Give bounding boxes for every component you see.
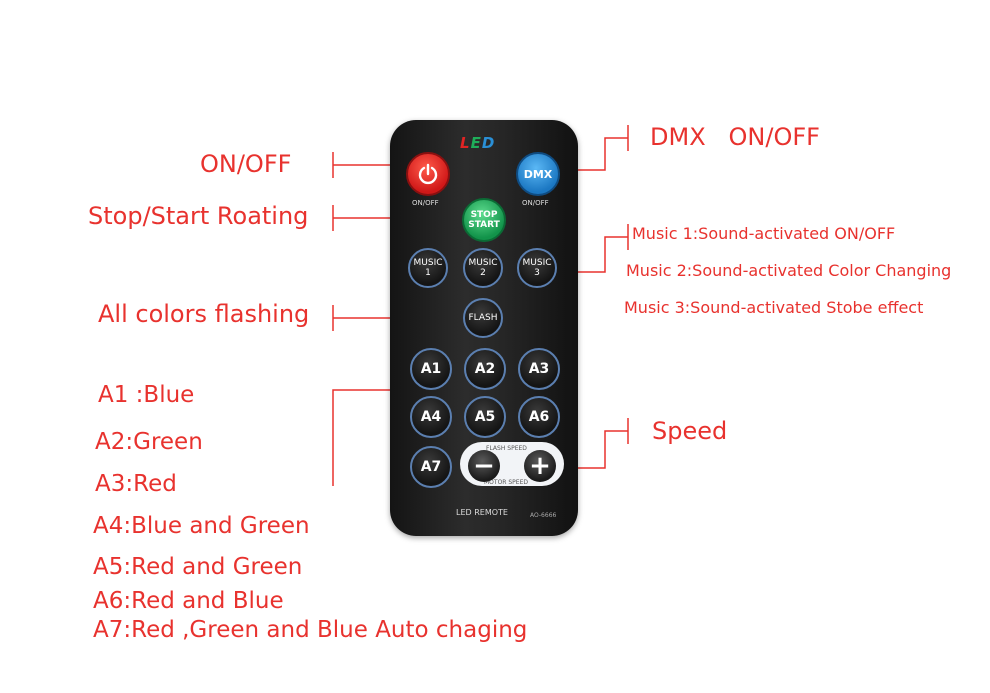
stop-start-button[interactable]: STOP START: [462, 198, 506, 242]
flash-label: FLASH: [468, 313, 498, 323]
flash-button[interactable]: FLASH: [463, 298, 503, 338]
a3-label: A3: [528, 361, 550, 377]
annotation-a5: A5:Red and Green: [93, 554, 303, 580]
annotation-on-off: ON/OFF: [200, 150, 292, 178]
a2-label: A2: [474, 361, 496, 377]
a1-label: A1: [420, 361, 442, 377]
annotation-a4: A4:Blue and Green: [93, 513, 310, 539]
annotation-speed: Speed: [652, 417, 728, 445]
model-code: AO-6666: [530, 512, 557, 519]
a4-label: A4: [420, 409, 442, 425]
speed-minus-button[interactable]: −: [468, 450, 500, 482]
annotation-a3: A3:Red: [95, 471, 177, 497]
speed-plus-button[interactable]: +: [524, 450, 556, 482]
annotation-music-1: Music 1:Sound-activated ON/OFF: [632, 224, 896, 243]
dmx-button[interactable]: DMX: [516, 152, 560, 196]
annotation-dmx: DMX ON/OFF: [650, 123, 820, 151]
annotation-stop-start: Stop/Start Roating: [88, 202, 309, 230]
dmx-caption: ON/OFF: [522, 199, 549, 207]
a7-label: A7: [420, 459, 442, 475]
annotation-a2: A2:Green: [95, 429, 203, 455]
annotation-a6: A6:Red and Blue: [93, 588, 284, 614]
power-caption: ON/OFF: [412, 199, 439, 207]
remote-control: LED ON/OFF DMX ON/OFF STOP START MUSIC 1…: [390, 120, 578, 536]
annotation-a7: A7:Red ,Green and Blue Auto chaging: [93, 617, 528, 643]
annotation-a1: A1 :Blue: [98, 382, 195, 408]
motor-speed-caption: MOTOR SPEED: [484, 479, 528, 486]
power-button[interactable]: [406, 152, 450, 196]
power-icon: [418, 163, 438, 185]
flash-speed-caption: FLASH SPEED: [486, 445, 527, 452]
plus-icon: +: [529, 451, 551, 481]
music-2-button[interactable]: MUSIC 2: [463, 248, 503, 288]
a6-label: A6: [528, 409, 550, 425]
a3-button[interactable]: A3: [518, 348, 560, 390]
annotation-music-2: Music 2:Sound-activated Color Changing: [626, 261, 952, 280]
model-label: LED REMOTE: [456, 508, 508, 517]
music-1-label: MUSIC 1: [413, 258, 443, 278]
a5-label: A5: [474, 409, 496, 425]
annotation-music-3: Music 3:Sound-activated Stobe effect: [624, 298, 924, 317]
music-1-button[interactable]: MUSIC 1: [408, 248, 448, 288]
a6-button[interactable]: A6: [518, 396, 560, 438]
a1-button[interactable]: A1: [410, 348, 452, 390]
a7-button[interactable]: A7: [410, 446, 452, 488]
a4-button[interactable]: A4: [410, 396, 452, 438]
a5-button[interactable]: A5: [464, 396, 506, 438]
annotation-all-colors: All colors flashing: [98, 300, 310, 328]
minus-icon: −: [473, 451, 495, 481]
music-3-button[interactable]: MUSIC 3: [517, 248, 557, 288]
music-3-label: MUSIC 3: [522, 258, 552, 278]
music-2-label: MUSIC 2: [468, 258, 498, 278]
remote-brand-logo: LED: [460, 134, 496, 152]
a2-button[interactable]: A2: [464, 348, 506, 390]
dmx-button-label: DMX: [523, 167, 553, 181]
stop-start-label: STOP START: [468, 210, 500, 230]
